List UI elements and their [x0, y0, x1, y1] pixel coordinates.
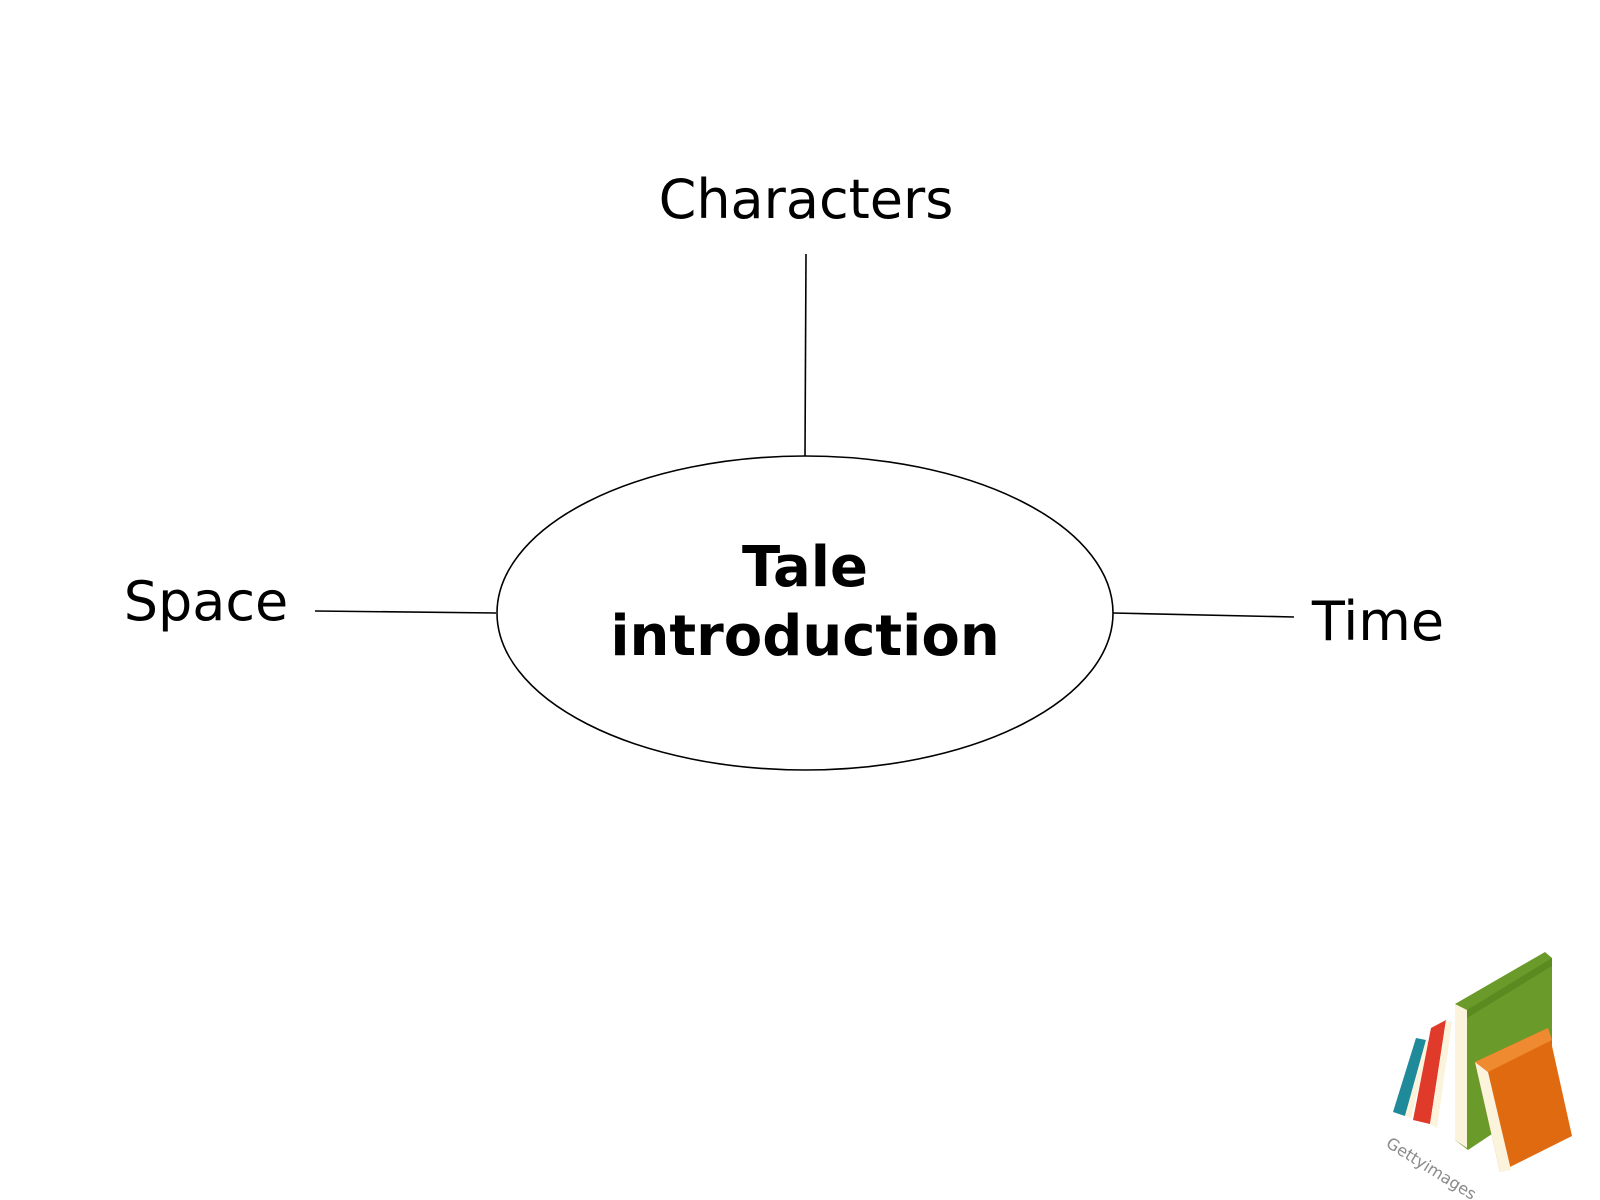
central-ellipse — [496, 455, 1114, 771]
center-title-line-2: introduction — [610, 604, 999, 669]
node-label-space: Space — [124, 570, 289, 633]
center-title-line-1: Tale — [742, 535, 868, 600]
book-orange-pages-icon — [1475, 1062, 1511, 1172]
books-logo-icon: Gettyimages — [1383, 952, 1572, 1200]
node-label-characters: Characters — [659, 168, 954, 231]
connector-left — [314, 610, 497, 614]
connector-top — [804, 253, 807, 457]
book-teal-pages-icon — [1405, 1040, 1430, 1118]
book-orange-cover-edge-icon — [1475, 1028, 1552, 1072]
book-red-pages-icon — [1430, 1020, 1452, 1128]
book-green-spine-icon — [1467, 958, 1552, 1018]
book-teal-icon — [1393, 1038, 1426, 1116]
connector-right — [1112, 612, 1295, 618]
book-red-icon — [1413, 1020, 1446, 1124]
node-label-time: Time — [1311, 590, 1444, 653]
book-green-pages-icon — [1455, 1004, 1467, 1148]
